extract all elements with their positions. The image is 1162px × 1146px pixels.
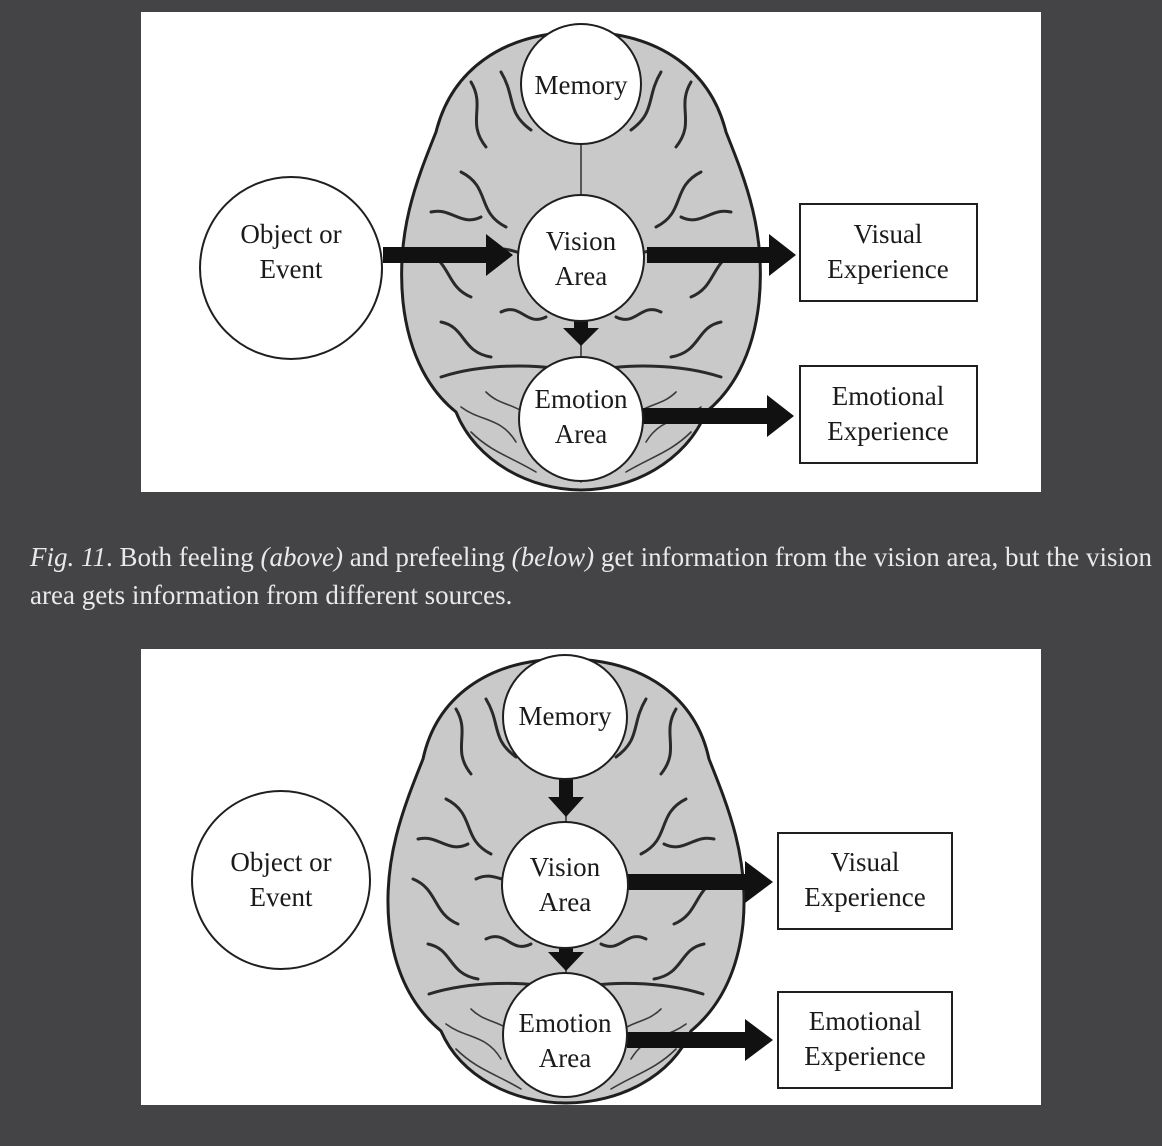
emotion-label-line1: Emotion (535, 384, 628, 414)
diagram-prefeeling: Memory Object or Event Vision Area Emoti… (141, 649, 1041, 1105)
arrow-object-to-vision (383, 234, 513, 276)
emotion-area-node (518, 356, 644, 482)
vision-label-line2: Area (539, 887, 591, 917)
emotional-label-line1: Emotional (809, 1006, 921, 1036)
object-label-line2: Event (260, 254, 323, 284)
emotional-label-line2: Experience (827, 416, 948, 446)
object-event-node (199, 176, 383, 360)
emotion-area-node (502, 972, 628, 1098)
emotional-label-line1: Emotional (832, 381, 944, 411)
visual-label-line1: Visual (831, 847, 900, 877)
arrow-vision-to-visual-experience (627, 861, 773, 903)
vision-label-line1: Vision (530, 852, 601, 882)
arrow-memory-to-vision (548, 777, 584, 817)
caption-text-2: and prefeeling (342, 542, 512, 572)
arrow-emotion-to-emotional-experience (627, 1019, 773, 1061)
visual-label-line1: Visual (854, 219, 923, 249)
caption-text-3: get information from the vision area, bu… (30, 542, 1152, 610)
memory-node (520, 23, 642, 145)
object-label-line1: Object or (240, 219, 341, 249)
vision-label-line2: Area (555, 261, 607, 291)
vision-area-node (517, 194, 645, 322)
object-label-line1: Object or (230, 847, 331, 877)
memory-node (502, 654, 628, 780)
visual-label-line2: Experience (827, 254, 948, 284)
visual-experience-box (799, 203, 978, 302)
caption-fig-label: Fig. 11 (30, 542, 106, 572)
visual-experience-box (777, 832, 953, 930)
object-label-line2: Event (250, 882, 313, 912)
figure-caption: Fig. 11. Both feeling (above) and prefee… (30, 538, 1152, 614)
vision-label-line1: Vision (546, 226, 617, 256)
arrow-vision-to-visual-experience (647, 234, 796, 276)
diagram-feeling-svg: Memory Object or Event Vision Area Emoti… (199, 23, 978, 492)
emotion-label-line1: Emotion (519, 1008, 612, 1038)
emotion-label-line2: Area (555, 419, 607, 449)
memory-label: Memory (535, 70, 628, 100)
emotion-label-line2: Area (539, 1043, 591, 1073)
arrow-emotion-to-emotional-experience (641, 395, 794, 437)
caption-text-1: . Both feeling (106, 542, 261, 572)
emotional-experience-box (799, 365, 978, 464)
emotional-label-line2: Experience (804, 1041, 925, 1071)
vision-area-node (501, 821, 629, 949)
memory-label: Memory (519, 701, 612, 731)
visual-label-line2: Experience (804, 882, 925, 912)
caption-below: (below) (511, 542, 595, 572)
object-event-node (191, 790, 371, 970)
diagram-feeling: Memory Object or Event Vision Area Emoti… (141, 12, 1041, 492)
caption-above: (above) (260, 542, 343, 572)
diagram-prefeeling-svg: Memory Object or Event Vision Area Emoti… (191, 654, 953, 1105)
emotional-experience-box (777, 991, 953, 1089)
